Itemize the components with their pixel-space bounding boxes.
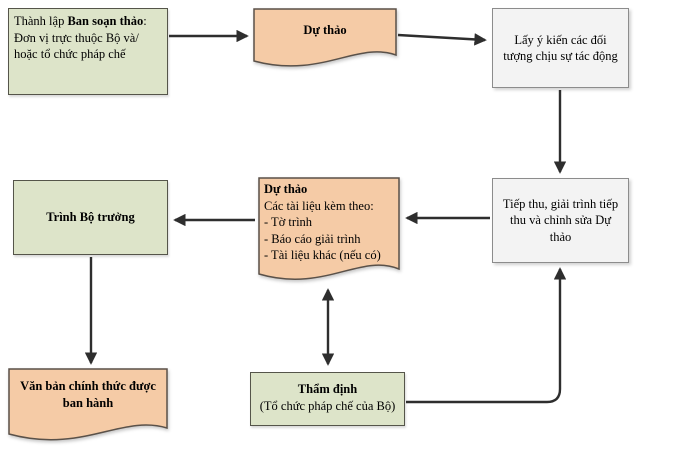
node-trinh-bo-truong: Trình Bộ trưởng — [13, 180, 168, 255]
node-thanh-lap-ban-soan-thao: Thành lập Ban soạn thảo: Đơn vị trực thu… — [8, 8, 168, 95]
van-ban-label: Văn bản chính thức được ban hành — [20, 379, 156, 410]
du-thao-2-line-0: Các tài liệu kèm theo: — [264, 198, 374, 213]
lay-y-kien-label: Lấy ý kiến các đối tượng chịu sự tác độn… — [503, 32, 618, 64]
node-tiep-thu: Tiếp thu, giải trình tiếp thu và chỉnh s… — [492, 178, 629, 263]
du-thao-label: Dự thảo — [303, 23, 347, 37]
thanh-lap-line1-prefix: Thành lập — [14, 14, 68, 28]
node-du-thao-tai-lieu-document: Dự thảo Các tài liệu kèm theo: - Tờ trìn… — [258, 177, 400, 287]
thanh-lap-line1: Thành lập Ban soạn thảo: — [14, 13, 162, 30]
document-shape — [8, 368, 168, 441]
tham-dinh-subtitle: (Tổ chức pháp chế của Bộ) — [259, 398, 396, 413]
thanh-lap-line1-bold: Ban soạn thảo — [67, 14, 144, 28]
du-thao-2-line-2: - Báo cáo giải trình — [264, 231, 361, 246]
du-thao-2-line-1: - Tờ trình — [264, 215, 313, 229]
trinh-bo-truong-label: Trình Bộ trưởng — [46, 210, 135, 225]
tham-dinh-title: Thẩm định — [297, 382, 358, 396]
du-thao-tai-lieu-text: Dự thảo Các tài liệu kèm theo: - Tờ trìn… — [258, 181, 400, 264]
node-du-thao-document: Dự thảo — [253, 8, 397, 72]
du-thao-2-title: Dự thảo — [264, 182, 308, 196]
node-lay-y-kien: Lấy ý kiến các đối tượng chịu sự tác độn… — [492, 8, 629, 88]
thanh-lap-line3: hoặc tổ chức pháp chế — [14, 47, 126, 61]
document-shape — [253, 8, 397, 67]
tiep-thu-label: Tiếp thu, giải trình tiếp thu và chỉnh s… — [502, 196, 619, 244]
node-van-ban-document: Văn bản chính thức được ban hành — [8, 368, 168, 446]
thanh-lap-line2: Đơn vị trực thuộc Bộ và/ — [14, 30, 139, 45]
du-thao-2-line-3: - Tài liệu khác (nếu có) — [264, 248, 381, 262]
elbow-arrow-tham-dinh-to-tiep-thu — [406, 267, 567, 404]
thanh-lap-line1-suffix: : — [143, 14, 147, 28]
document-shape — [258, 177, 400, 280]
arrow-du-thao-to-lay-y-kien — [397, 33, 487, 46]
node-tham-dinh: Thẩm định (Tổ chức pháp chế của Bộ) — [250, 372, 405, 426]
